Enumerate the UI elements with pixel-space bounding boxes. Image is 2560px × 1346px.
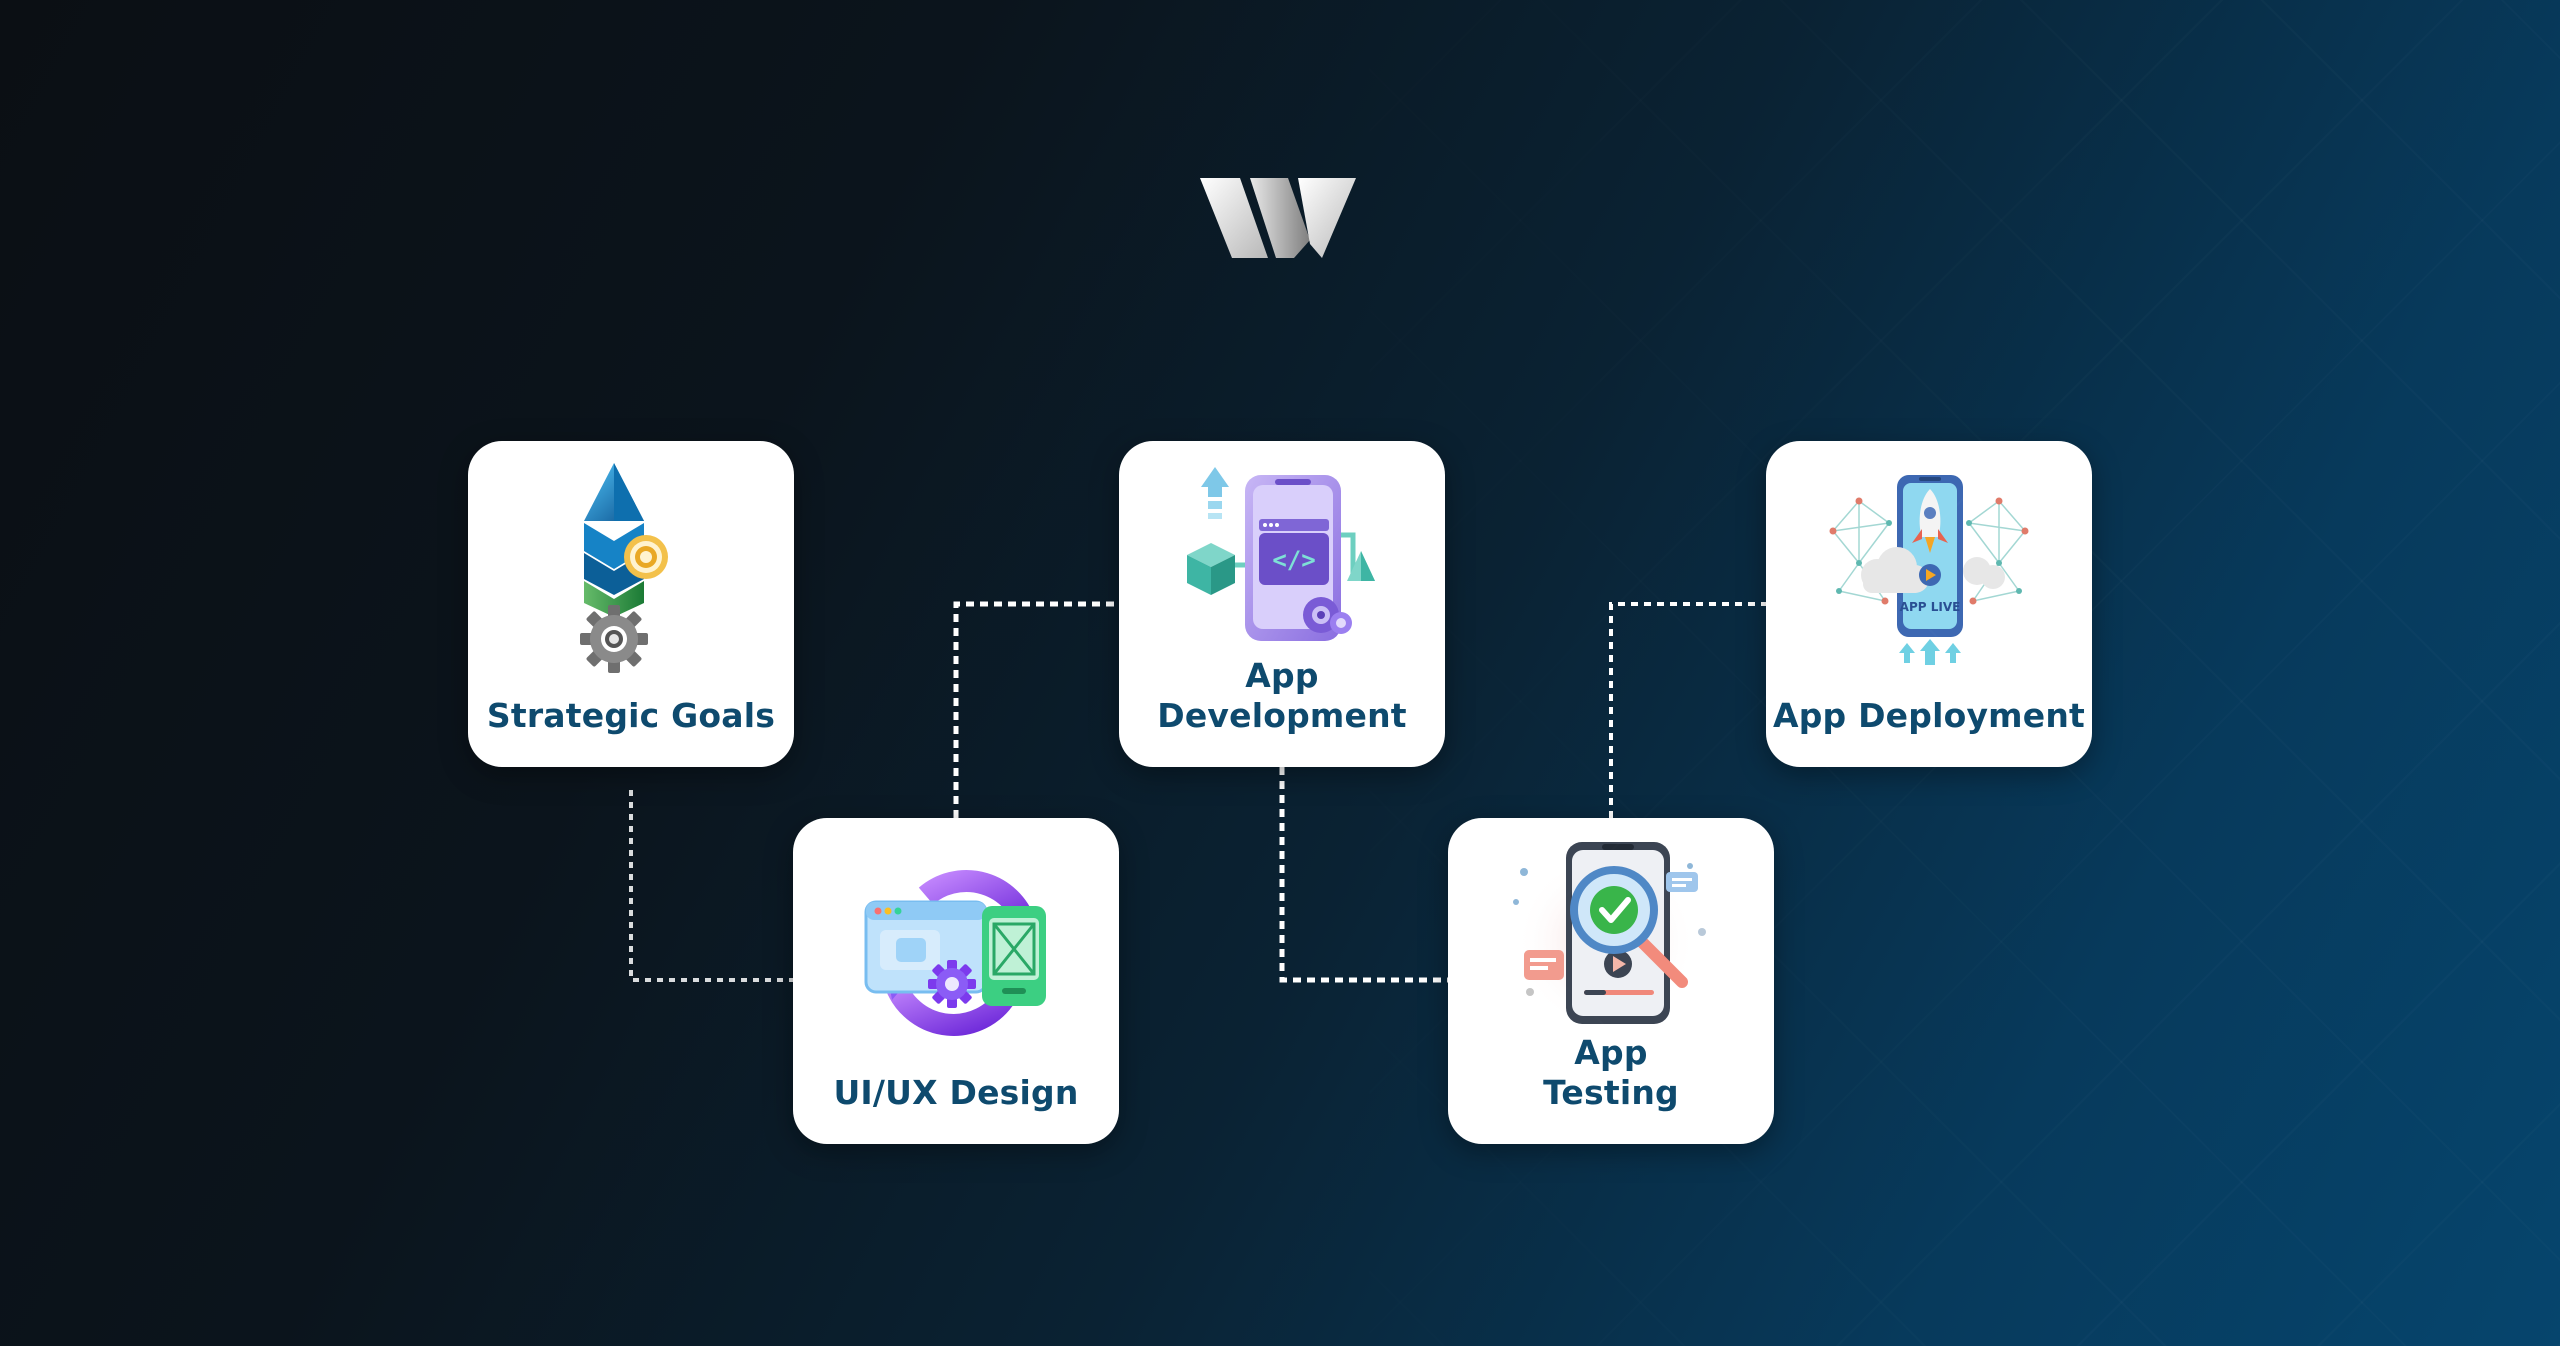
step-label-app-deployment: App Deployment xyxy=(1773,696,2085,735)
connector-uiux-to-appdev xyxy=(953,601,1119,818)
app-live-badge: APP LIVE xyxy=(1900,600,1961,614)
app-testing-icon xyxy=(1513,842,1706,1032)
ui-ux-design-icon xyxy=(864,870,1046,1036)
step-card-app-deployment[interactable]: APP LIVE App Deployment xyxy=(1766,441,2092,767)
step-label-strategic-goals: Strategic Goals xyxy=(486,696,776,735)
connector-testing-to-deploy xyxy=(1609,602,1766,818)
step-label-ui-ux-design: UI/UX Design xyxy=(833,1073,1079,1112)
step-card-ui-ux-design[interactable]: UI/UX Design xyxy=(793,818,1119,1144)
svg-text:</>: </> xyxy=(1272,546,1315,574)
connector-strategic-to-uiux xyxy=(629,790,793,982)
app-development-icon: </> xyxy=(1187,467,1375,641)
step-card-app-development[interactable]: </> App Development xyxy=(1119,441,1445,767)
connector-appdev-to-testing xyxy=(1279,767,1448,983)
step-card-app-testing[interactable]: App Testing xyxy=(1448,818,1774,1144)
app-deployment-icon: APP LIVE xyxy=(1829,475,2029,665)
step-label-app-testing: App Testing xyxy=(1543,1033,1679,1112)
step-label-app-development: App Development xyxy=(1157,656,1407,735)
w-logo-icon xyxy=(1200,178,1356,258)
step-card-strategic-goals[interactable]: Strategic Goals xyxy=(468,441,794,767)
strategic-goals-icon xyxy=(580,463,668,673)
